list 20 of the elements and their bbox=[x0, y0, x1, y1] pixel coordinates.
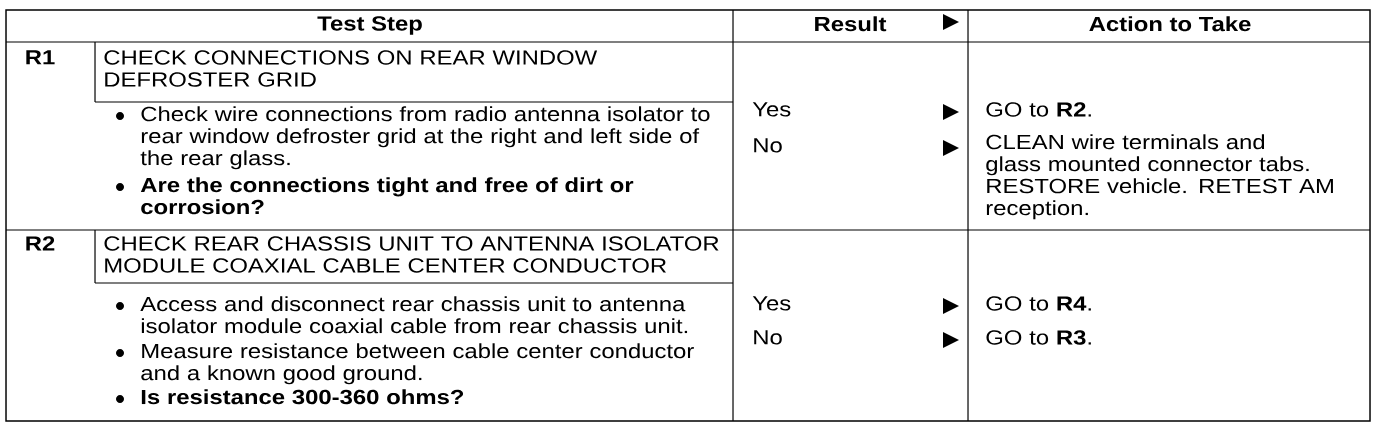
list-item: Access and disconnect rear chassis unit to antenna isolator module coaxial cable from rear chassis unit. bbox=[140, 296, 688, 334]
cell-text: Yes bbox=[752, 296, 791, 311]
column-heading: R2 bbox=[26, 236, 55, 251]
column-heading: R1 bbox=[26, 50, 55, 65]
cell-text: CHECK CONNECTIONS ON REAR WINDOW DEFROSTER GRID bbox=[104, 50, 598, 87]
cell-text: Yes bbox=[752, 102, 791, 117]
cell-text: CLEAN wire terminals and glass mounted connector tabs. RESTORE vehicle. RETEST AM reception. bbox=[986, 134, 1333, 220]
cell-text: No bbox=[754, 330, 782, 345]
list-item: Check wire connections from radio antenna isolator to rear window defroster grid at the right and left side of the rear glass. bbox=[140, 106, 710, 170]
list-item: Are the connections tight and free of dirt or corrosion? bbox=[140, 177, 634, 215]
column-heading: Result bbox=[815, 16, 887, 32]
cell-text: GO to R4. bbox=[986, 296, 1091, 311]
column-heading: Test Step bbox=[317, 16, 422, 35]
cell-text: No bbox=[754, 138, 782, 153]
column-heading: Action to Take bbox=[1089, 16, 1251, 32]
cell-text: GO to R3. bbox=[986, 330, 1091, 345]
list-item: Measure resistance between cable center conductor and a known good ground. bbox=[141, 343, 694, 385]
cell-text: GO to R2. bbox=[986, 102, 1091, 117]
list-item: Is resistance 300-360 ohms? bbox=[141, 389, 464, 405]
cell-text: CHECK REAR CHASSIS UNIT TO ANTENNA ISOLATOR MODULE COAXIAL CABLE CENTER CONDUCTOR bbox=[104, 236, 719, 273]
